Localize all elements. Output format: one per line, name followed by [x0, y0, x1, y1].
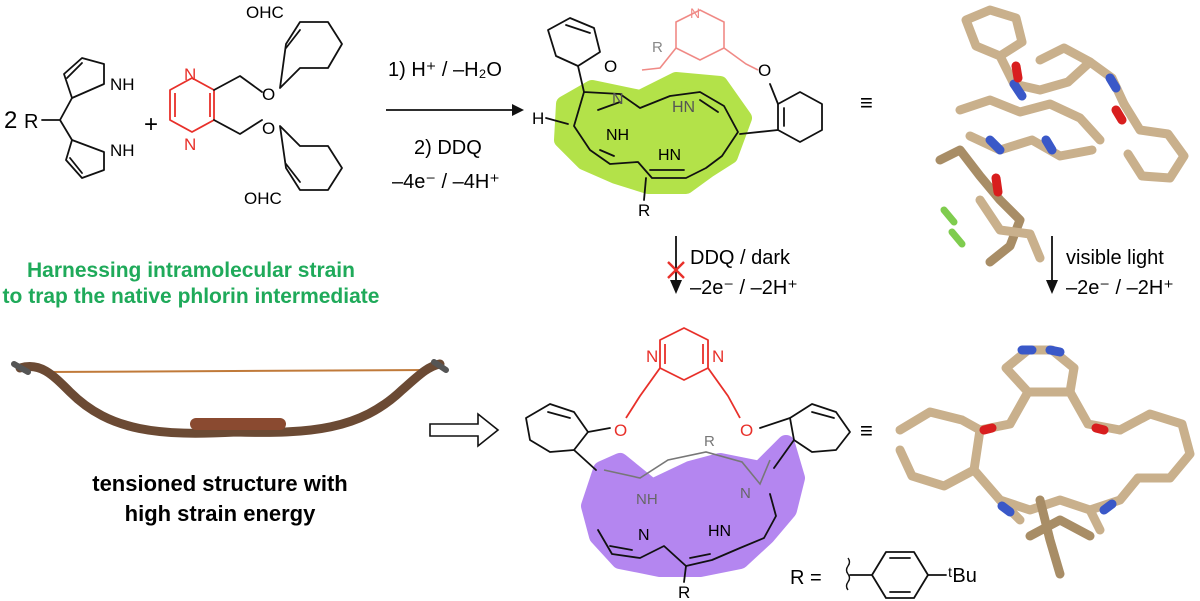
nh-label-upper: NH	[110, 75, 135, 94]
strained-product: N N O O R NH N N HN R	[525, 327, 851, 601]
bow-illustration	[11, 359, 449, 438]
product-r-bottom: R	[678, 583, 690, 601]
phlorin-hn-lower: HN	[658, 147, 681, 164]
r-def-prefix: R =	[790, 567, 822, 589]
product-r-top: R	[704, 433, 715, 450]
cho-label-lower: OHC	[244, 189, 282, 208]
phlorin-n: N	[612, 91, 624, 108]
pyrazine-n-top: N	[184, 65, 196, 84]
phlorin-o-left: O	[604, 57, 617, 76]
reaction-arrow-1: 1) H⁺ / –H₂O 2) DDQ –4e⁻ / –4H⁺	[386, 59, 524, 193]
ddq-dark-arrow: DDQ / dark –2e⁻ / –2H⁺	[667, 236, 798, 299]
phlorin-intermediate: O N R O N HN NH HN H R	[532, 5, 823, 220]
bow-caption-line-2: high strain energy	[125, 501, 316, 526]
dipyrromethane: 2 R NH NH +	[4, 57, 158, 179]
product-o-left: O	[614, 421, 627, 440]
r-label-left: R	[24, 111, 38, 133]
equiv-sign-bottom: ≡	[860, 418, 873, 443]
phlorin-o-right: O	[758, 61, 771, 80]
phlorin-pyrazine-n-1: N	[690, 5, 700, 21]
phlorin-nh-lower: NH	[606, 127, 629, 144]
product-o-right: O	[740, 421, 753, 440]
ddq-dark-label: DDQ / dark	[690, 247, 791, 269]
product-n-upper: N	[740, 485, 751, 502]
phlorin-hn-upper: HN	[672, 99, 695, 116]
plus-sign: +	[144, 111, 158, 138]
coefficient: 2	[4, 107, 17, 134]
step3-label: –4e⁻ / –4H⁺	[392, 171, 500, 193]
ether-o-upper: O	[262, 85, 275, 104]
product-pyrazine-n-right: N	[712, 347, 724, 366]
step2-label: 2) DDQ	[414, 137, 482, 159]
phlorin-h: H	[532, 109, 544, 128]
step1-label: 1) H⁺ / –H₂O	[388, 59, 502, 81]
product-pyrazine-n-left: N	[646, 347, 658, 366]
product-n-lower: N	[638, 527, 650, 544]
phlorin-r-bottom: R	[638, 201, 650, 220]
pyrazine-dialdehyde: N N O O OHC OHC	[169, 3, 343, 208]
cho-label-upper: OHC	[246, 3, 284, 22]
bow-caption-line-1: tensioned structure with	[92, 471, 347, 496]
product-hn-lower: HN	[708, 523, 731, 540]
crystal-structure-top	[935, 5, 1189, 267]
blocked-cross-icon	[667, 261, 685, 279]
phlorin-r-top: R	[652, 39, 663, 56]
r-def-tbu: ᵗBu	[948, 565, 977, 587]
visible-light-label: visible light	[1066, 247, 1164, 269]
ddq-dark-loss: –2e⁻ / –2H⁺	[690, 277, 798, 299]
pyrazine-n-bottom: N	[184, 135, 196, 154]
visible-light-loss: –2e⁻ / –2H⁺	[1066, 277, 1174, 299]
caption-line-1: Harnessing intramolecular strain	[27, 259, 355, 282]
caption-line-2: to trap the native phlorin intermediate	[3, 285, 380, 308]
product-nh-upper: NH	[636, 491, 658, 508]
crystal-structure-bottom	[895, 345, 1195, 579]
hollow-arrow-icon	[429, 412, 500, 448]
r-definition: R = ᵗBu	[790, 551, 977, 599]
nh-label-lower: NH	[110, 141, 135, 160]
equiv-sign-top: ≡	[860, 90, 873, 115]
ether-o-lower: O	[262, 119, 275, 138]
visible-light-arrow: visible light –2e⁻ / –2H⁺	[1046, 236, 1174, 299]
